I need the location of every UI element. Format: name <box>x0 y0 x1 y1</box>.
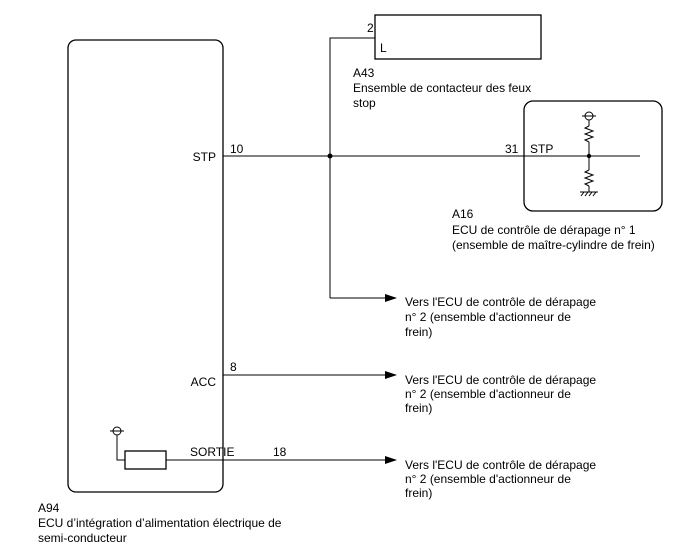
a16-name-line2: (ensemble de maître-cylindre de frein) <box>452 238 655 252</box>
svg-text:Vers l'ECU de contrôle de déra: Vers l'ECU de contrôle de dérapage <box>405 373 596 387</box>
a43-name-line2: stop <box>353 96 376 110</box>
resistor-zigzag-upper <box>583 125 595 143</box>
ground-icon <box>580 191 598 197</box>
svg-text:Vers l'ECU de contrôle de déra: Vers l'ECU de contrôle de dérapage <box>405 295 596 309</box>
a94-pin-stp-label: STP <box>193 150 216 164</box>
a94-pin-sortie-number: 18 <box>273 445 287 459</box>
a94-pin-sortie-label: SORTIE <box>190 445 234 459</box>
svg-text:frein): frein) <box>405 401 432 415</box>
a16-internal-circuit <box>580 111 598 197</box>
svg-text:Vers l'ECU de contrôle de déra: Vers l'ECU de contrôle de dérapage <box>405 458 596 472</box>
a94-name-line1: ECU d’intégration d’alimentation électri… <box>38 516 282 530</box>
a43-pin-label: L <box>380 41 387 55</box>
a94-pin-acc-number: 8 <box>230 360 237 374</box>
destination-1: Vers l'ECU de contrôle de dérapage n° 2 … <box>405 295 596 339</box>
a43-pin-number: 2 <box>367 21 374 35</box>
svg-text:n° 2 (ensemble d'actionneur de: n° 2 (ensemble d'actionneur de <box>405 310 571 324</box>
a16-pin-number: 31 <box>505 142 519 156</box>
resistor-icon <box>124 450 167 470</box>
a43-code: A43 <box>353 66 375 80</box>
a94-code: A94 <box>38 501 60 515</box>
a16-name-line1: ECU de contrôle de dérapage n° 1 <box>452 223 636 237</box>
svg-text:frein): frein) <box>405 486 432 500</box>
a94-internal-circuit <box>110 426 223 470</box>
destination-3: Vers l'ECU de contrôle de dérapage n° 2 … <box>405 458 596 500</box>
a94-pin-stp-number: 10 <box>230 142 244 156</box>
a43-branch-wire <box>329 37 375 298</box>
svg-text:n° 2 (ensemble d'actionneur de: n° 2 (ensemble d'actionneur de <box>405 387 571 401</box>
destination-2: Vers l'ECU de contrôle de dérapage n° 2 … <box>405 373 596 415</box>
svg-text:n° 2 (ensemble d'actionneur de: n° 2 (ensemble d'actionneur de <box>405 472 571 486</box>
a94-ecu-box <box>67 39 224 493</box>
resistor-zigzag-lower <box>583 169 595 187</box>
a94-pin-acc-label: ACC <box>191 375 217 389</box>
a43-name-line1: Ensemble de contacteur des feux <box>353 81 531 95</box>
a43-switch-box <box>374 14 542 60</box>
svg-text:frein): frein) <box>405 325 432 339</box>
a16-pin-label: STP <box>530 142 553 156</box>
a94-name-line2: semi-conducteur <box>38 531 127 545</box>
a16-code: A16 <box>452 207 474 221</box>
